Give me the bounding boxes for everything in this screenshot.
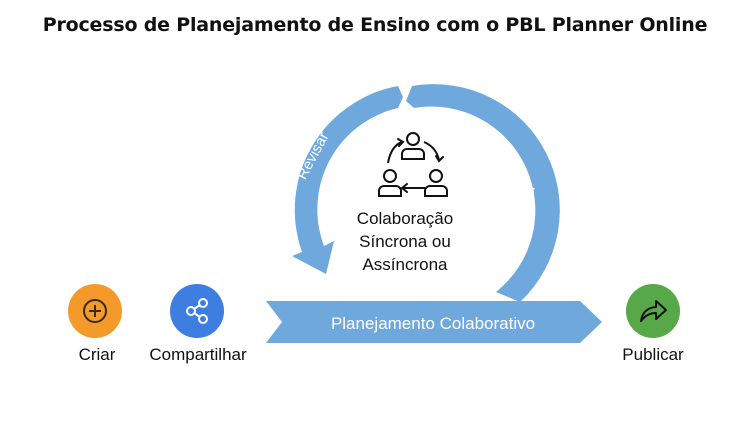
planejamento-bar [266,301,602,343]
bar-label: Planejamento Colaborativo [331,314,535,333]
publicar-button[interactable] [626,284,680,338]
revisar-arc [292,86,403,274]
center-line-1: Colaboração [356,209,454,228]
planejar-arc [406,84,560,303]
center-line-2: Síncrona ou [359,232,451,251]
criar-label: Criar [78,345,116,364]
plus-circle-icon [83,299,107,323]
collaboration-text: Colaboração Síncrona ou Assíncrona [330,207,480,276]
compartilhar-label: Compartilhar [149,345,247,364]
page-title: Processo de Planejamento de Ensino com o… [42,14,708,36]
collaboration-icon [378,132,448,197]
forward-arrow-icon [640,300,667,322]
share-icon [186,298,208,324]
center-line-3: Assíncrona [362,255,448,274]
compartilhar-button[interactable] [170,284,224,338]
publicar-label: Publicar [622,345,684,364]
criar-button[interactable] [68,284,122,338]
